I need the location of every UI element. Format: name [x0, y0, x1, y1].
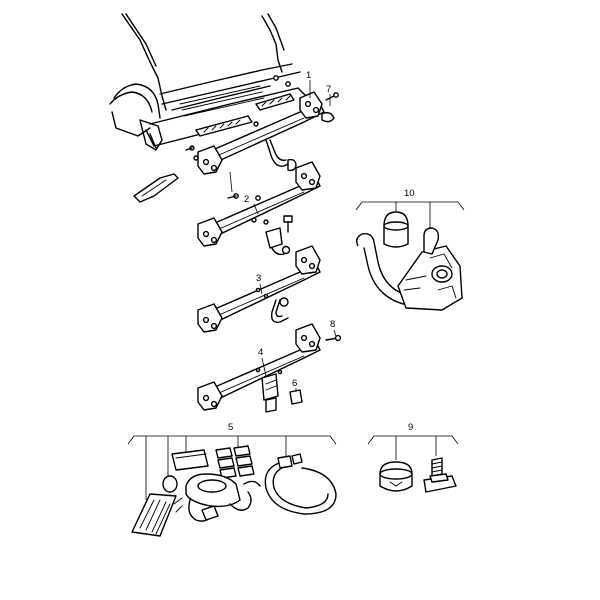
callout-5: 5	[228, 422, 233, 433]
tow-bar-assembly-1	[185, 91, 339, 199]
detachable-tow-ball-part-10	[355, 201, 465, 311]
vehicle-rear-body	[109, 13, 307, 151]
tow-bar-assembly-4	[197, 323, 342, 413]
callout-9: 9	[408, 422, 413, 433]
callout-8: 8	[330, 319, 335, 330]
callout-2: 2	[244, 194, 249, 205]
callout-3: 3	[256, 273, 261, 284]
callout-7: 7	[326, 84, 331, 95]
wiring-kit-part-5	[127, 435, 337, 537]
tow-bar-assembly-2	[197, 161, 321, 256]
bumper-trim-piece	[133, 173, 179, 203]
callout-4: 4	[258, 347, 263, 358]
callout-10: 10	[404, 188, 415, 199]
callout-6: 6	[292, 378, 297, 389]
cover-and-mount-part-9	[367, 435, 459, 493]
tow-bar-assembly-3	[197, 245, 321, 333]
callout-leaders	[229, 80, 337, 392]
callout-1: 1	[306, 70, 311, 81]
